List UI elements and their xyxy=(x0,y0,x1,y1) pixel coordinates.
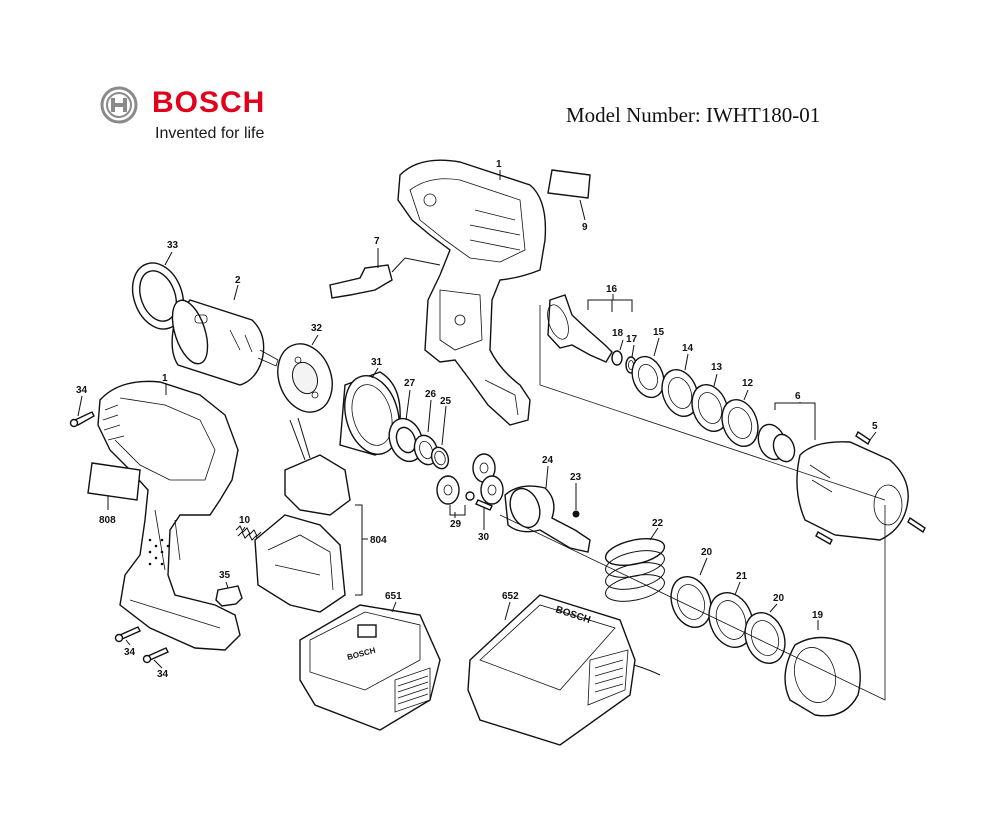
screw-part-34-mid xyxy=(114,626,141,643)
brand-name: BOSCH xyxy=(152,86,266,119)
brand-tagline: Invented for life xyxy=(155,125,265,142)
gear-ring-part-31 xyxy=(339,371,401,456)
battery-part-651 xyxy=(299,604,441,731)
label-32: 32 xyxy=(311,323,323,334)
label-9: 9 xyxy=(582,222,588,233)
bracket-part-16 xyxy=(587,299,633,312)
label-19: 19 xyxy=(812,610,824,621)
clip-part-7 xyxy=(329,257,441,299)
latch-part-35 xyxy=(215,585,243,607)
charger-part-652 xyxy=(467,594,661,746)
housing-half-top xyxy=(397,159,547,426)
ball-part-23 xyxy=(572,510,580,518)
spindle-part-24 xyxy=(504,485,591,553)
label-26: 26 xyxy=(425,389,437,400)
assembly-line-upper xyxy=(539,305,886,501)
label-10: 10 xyxy=(239,515,251,526)
bearing-part-14 xyxy=(661,369,699,417)
label-part-808 xyxy=(87,462,141,501)
label-15: 15 xyxy=(653,327,665,338)
leader-lines xyxy=(77,170,877,669)
model-number: Model Number: IWHT180-01 xyxy=(566,103,821,127)
label-16: 16 xyxy=(606,284,618,295)
oring-part-18 xyxy=(611,350,623,366)
label-22: 22 xyxy=(652,518,664,529)
label-part-9 xyxy=(547,169,591,199)
label-14: 14 xyxy=(682,343,694,354)
label-31: 31 xyxy=(371,357,383,368)
assembly-line-lower xyxy=(499,505,886,701)
motor-part-2 xyxy=(171,299,279,386)
hammer-part-19 xyxy=(784,636,861,717)
switch-assembly-part-804 xyxy=(254,417,363,613)
label-6: 6 xyxy=(795,391,801,402)
bosch-armature-icon xyxy=(100,86,138,124)
nose-housing-part-5 xyxy=(796,430,926,545)
washer-part-20-b xyxy=(744,612,786,664)
label-652: 652 xyxy=(502,591,519,602)
label-651: 651 xyxy=(385,591,402,602)
label-20-b: 20 xyxy=(773,593,785,604)
label-34-mid: 34 xyxy=(124,647,136,658)
oring-part-25 xyxy=(430,446,450,470)
label-1-left: 1 xyxy=(162,373,168,384)
label-18: 18 xyxy=(612,328,624,339)
anvil-part-16 xyxy=(547,294,613,363)
washer-part-15 xyxy=(631,355,665,399)
label-30: 30 xyxy=(478,532,490,543)
label-21: 21 xyxy=(736,571,748,582)
washer-part-20-a xyxy=(670,576,712,628)
label-804: 804 xyxy=(370,535,387,546)
housing-half-left xyxy=(97,380,241,651)
bushing-part-6 xyxy=(757,402,816,463)
screw-part-34-top xyxy=(69,411,95,428)
label-5: 5 xyxy=(872,421,878,432)
spring-part-22 xyxy=(604,538,666,602)
label-25: 25 xyxy=(440,396,452,407)
label-33: 33 xyxy=(167,240,179,251)
label-12: 12 xyxy=(742,378,754,389)
washer-part-13 xyxy=(691,384,729,432)
grip-texture-icon xyxy=(148,538,170,566)
pin-part-30 xyxy=(475,499,493,511)
label-17: 17 xyxy=(626,334,638,345)
planet-gears-part-29 xyxy=(436,453,504,516)
washer-part-12 xyxy=(721,399,759,447)
label-34-bottom: 34 xyxy=(157,669,169,680)
label-27: 27 xyxy=(404,378,416,389)
label-24: 24 xyxy=(542,455,554,466)
label-23: 23 xyxy=(570,472,582,483)
spring-part-10 xyxy=(235,525,262,543)
label-1-top: 1 xyxy=(496,159,502,170)
fan-part-32 xyxy=(277,343,333,413)
screw-part-34-bottom xyxy=(142,647,169,664)
label-29: 29 xyxy=(450,519,462,530)
label-35: 35 xyxy=(219,570,231,581)
bearing-part-27 xyxy=(388,417,424,463)
thrust-bearing-part-21 xyxy=(708,592,754,648)
label-20-a: 20 xyxy=(701,547,713,558)
label-808: 808 xyxy=(99,515,116,526)
label-34-top: 34 xyxy=(76,385,88,396)
label-2: 2 xyxy=(235,275,241,286)
label-13: 13 xyxy=(711,362,723,373)
label-7: 7 xyxy=(374,236,380,247)
ring-part-33 xyxy=(131,262,185,330)
